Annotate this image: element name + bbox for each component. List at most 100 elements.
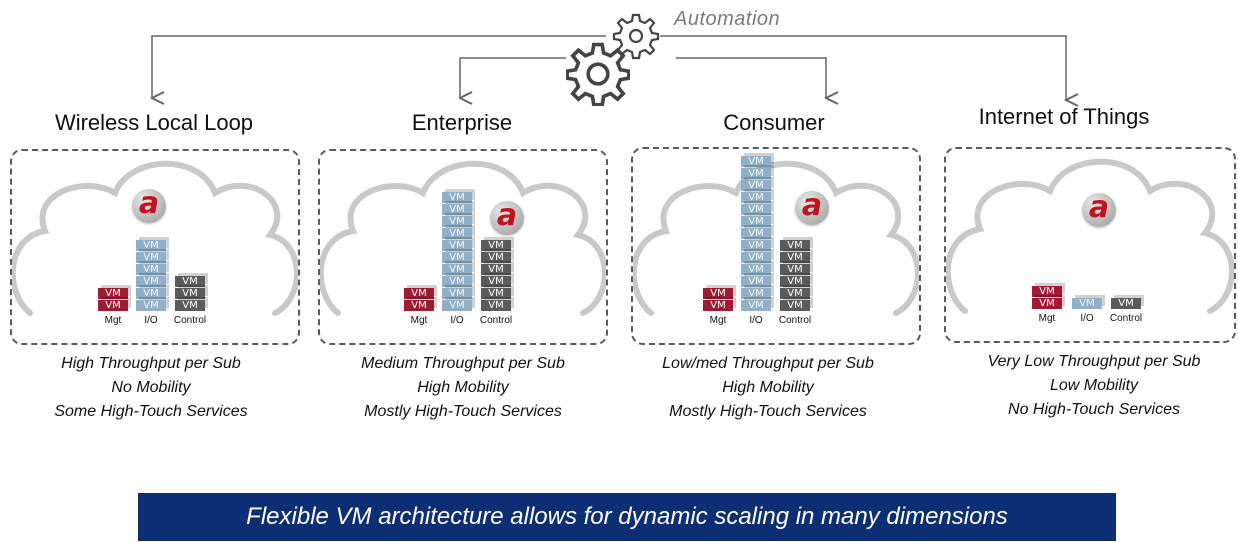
- desc-line: High Throughput per Sub: [61, 355, 241, 372]
- column-title-wireless-local-loop: Wireless Local Loop: [54, 110, 254, 135]
- vm-block: VM: [741, 156, 771, 167]
- column-title-enterprise: Enterprise: [411, 110, 513, 135]
- vm-stack-label-control: Control: [1109, 313, 1143, 324]
- vm-block: VM: [98, 300, 128, 311]
- vm-block: VM: [741, 180, 771, 191]
- column-title-internet-of-things: Internet of Things: [978, 104, 1150, 129]
- automation-label: Automation: [674, 8, 781, 30]
- desc-line: Low Mobility: [1049, 377, 1139, 394]
- vm-block: VM: [1032, 286, 1062, 297]
- vm-block: VM: [136, 240, 166, 251]
- vm-block: VM: [175, 300, 205, 311]
- vm-block: VM: [442, 192, 472, 203]
- vm-block: VM: [741, 288, 771, 299]
- cloud-outline: [320, 160, 606, 316]
- description-wireless-local-loop: High Throughput per Sub No Mobility Some…: [54, 352, 247, 424]
- desc-line: No High-Touch Services: [1008, 401, 1180, 418]
- vm-block: VM: [741, 300, 771, 311]
- vm-block: VM: [780, 240, 810, 251]
- vm-block: VM: [780, 252, 810, 263]
- description-enterprise: Medium Throughput per Sub High Mobility …: [361, 352, 565, 424]
- vm-block: VM: [136, 252, 166, 263]
- vm-stack-label-mgt: Mgt: [1038, 313, 1056, 324]
- vm-stack-label-io: I/O: [1080, 313, 1094, 324]
- vm-block: VM: [404, 300, 434, 311]
- desc-line: High Mobility: [417, 379, 509, 396]
- vm-stack-label-mgt: Mgt: [709, 315, 727, 326]
- description-internet-of-things: Very Low Throughput per Sub Low Mobility…: [988, 350, 1201, 422]
- company-logo-icon: a: [132, 189, 166, 223]
- vm-block: VM: [703, 300, 733, 311]
- vm-block: VM: [175, 276, 205, 287]
- vm-stack-label-control: Control: [173, 315, 207, 326]
- vm-block: VM: [136, 300, 166, 311]
- description-consumer: Low/med Throughput per Sub High Mobility…: [662, 352, 874, 424]
- vm-block: VM: [136, 264, 166, 275]
- vm-block: VM: [404, 288, 434, 299]
- vm-block: VM: [442, 252, 472, 263]
- desc-line: Low/med Throughput per Sub: [662, 355, 874, 372]
- cloud-outline: [946, 158, 1234, 314]
- company-logo-icon: a: [1082, 193, 1116, 227]
- desc-line: Medium Throughput per Sub: [361, 355, 565, 372]
- vm-block: VM: [481, 276, 511, 287]
- vm-block: VM: [136, 276, 166, 287]
- vm-block: VM: [703, 288, 733, 299]
- vm-block: VM: [1111, 298, 1141, 309]
- vm-block: VM: [175, 288, 205, 299]
- vm-block: VM: [136, 288, 166, 299]
- vm-block: VM: [442, 300, 472, 311]
- vm-block: VM: [442, 240, 472, 251]
- vm-stack-label-control: Control: [479, 315, 513, 326]
- vm-block: VM: [442, 204, 472, 215]
- vm-block: VM: [741, 204, 771, 215]
- vm-stack-label-mgt: Mgt: [104, 315, 122, 326]
- desc-line: High Mobility: [722, 379, 814, 396]
- small-gear-icon: [612, 13, 660, 60]
- vm-block: VM: [741, 228, 771, 239]
- vm-block: VM: [780, 276, 810, 287]
- company-logo-icon: a: [795, 191, 829, 225]
- cloud-outline: [633, 160, 919, 316]
- vm-block: VM: [780, 288, 810, 299]
- vm-block: VM: [442, 276, 472, 287]
- vm-stack-label-control: Control: [778, 315, 812, 326]
- outer-connector-right: [660, 35, 1066, 100]
- vm-stack-label-io: I/O: [749, 315, 763, 326]
- vm-block: VM: [98, 288, 128, 299]
- vm-block: VM: [780, 264, 810, 275]
- vm-block: VM: [741, 192, 771, 203]
- footer-banner: Flexible VM architecture allows for dyna…: [138, 493, 1116, 541]
- vm-block: VM: [741, 276, 771, 287]
- outer-connector-left: [152, 35, 606, 98]
- large-gear-icon: [566, 42, 630, 106]
- vm-block: VM: [442, 216, 472, 227]
- vm-block: VM: [481, 288, 511, 299]
- vm-stack-label-mgt: Mgt: [410, 315, 428, 326]
- vm-stack-io: VM: [1072, 297, 1102, 309]
- vm-block: VM: [442, 228, 472, 239]
- vm-block: VM: [1032, 298, 1062, 309]
- vm-block: VM: [1072, 298, 1102, 309]
- inner-connector-left: [460, 57, 566, 98]
- vm-block: VM: [741, 252, 771, 263]
- vm-block: VM: [481, 252, 511, 263]
- vm-block: VM: [481, 300, 511, 311]
- vm-block: VM: [442, 288, 472, 299]
- vm-stack-label-io: I/O: [144, 315, 158, 326]
- vm-block: VM: [741, 168, 771, 179]
- vm-block: VM: [481, 264, 511, 275]
